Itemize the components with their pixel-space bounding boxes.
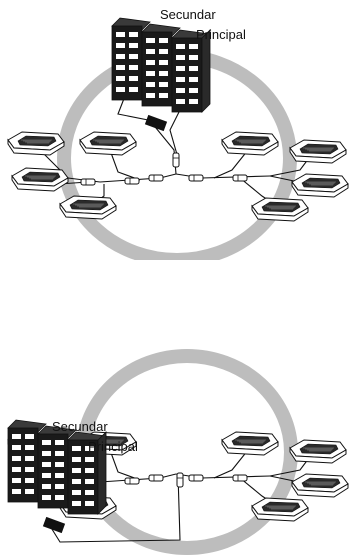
label-primary-top: Principal	[196, 27, 246, 42]
label-primary-bottom: Principal	[88, 439, 138, 454]
top-outdoor-unit	[111, 17, 211, 113]
top-indoor-unit-5	[221, 131, 279, 156]
top-indoor-unit-8	[251, 197, 309, 222]
top-pipe-l3	[109, 149, 141, 181]
bottom-main-pipe	[49, 473, 181, 543]
bottom-joint-4	[188, 474, 204, 482]
bottom-joint-3	[148, 474, 164, 482]
bottom-joint-main	[176, 472, 184, 488]
top-pipe-r2	[213, 149, 249, 179]
diagram-top	[7, 17, 349, 260]
top-joint-3	[148, 174, 164, 182]
diagram-bottom	[7, 349, 349, 555]
top-joint-5	[232, 174, 248, 182]
top-joint-1	[80, 178, 96, 186]
top-indoor-unit-1	[7, 131, 65, 156]
bottom-indoor-unit-6	[289, 439, 347, 464]
bottom-outdoor-joint	[42, 516, 66, 534]
top-indoor-unit-2	[79, 131, 137, 156]
bottom-outdoor-unit	[7, 419, 107, 515]
bottom-indoor-unit-5	[221, 431, 279, 456]
top-joint-2	[124, 177, 140, 185]
top-joint-4	[188, 174, 204, 182]
bottom-joint-2	[124, 477, 140, 485]
top-outdoor-joint	[144, 114, 168, 132]
top-indoor-unit-4	[59, 195, 117, 220]
bottom-indoor-unit-7	[291, 473, 349, 498]
top-indoor-unit-7	[291, 173, 349, 198]
bottom-pipe-r2	[213, 449, 249, 479]
bottom-joint-5	[232, 474, 248, 482]
top-indoor-unit-3	[11, 167, 69, 192]
top-main-pipe-2	[169, 109, 181, 159]
bottom-indoor-unit-8	[251, 497, 309, 522]
bottom-pipe-l3	[109, 449, 141, 481]
top-joint-main	[172, 152, 180, 168]
label-secondary-top: Secundar	[160, 7, 216, 22]
top-indoor-unit-6	[289, 139, 347, 164]
label-secondary-bottom: Secundar	[52, 419, 108, 434]
